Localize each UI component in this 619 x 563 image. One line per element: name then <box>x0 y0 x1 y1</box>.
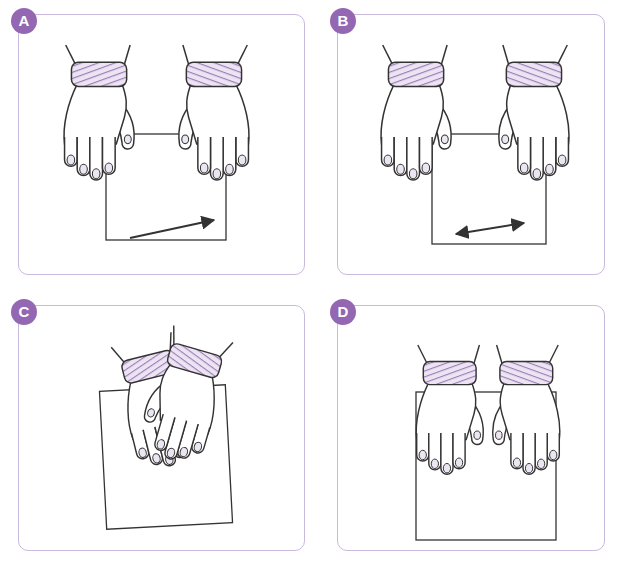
panel-letter: C <box>11 299 37 325</box>
figure-panel: D <box>337 305 605 551</box>
panel-letter: B <box>330 8 356 34</box>
figure-panel: A <box>18 14 305 275</box>
panel-letter: D <box>330 299 356 325</box>
panel-letter: A <box>11 8 37 34</box>
figure-panel: B <box>337 14 605 275</box>
figure-panel: C <box>18 305 305 551</box>
